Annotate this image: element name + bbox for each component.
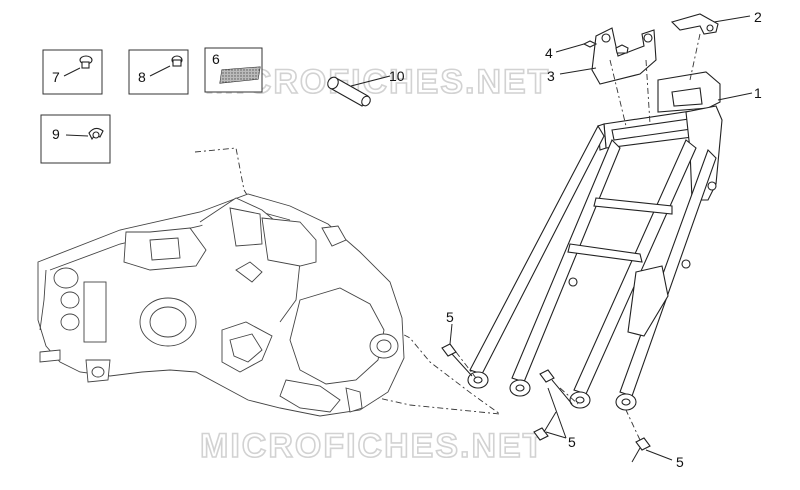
part-box-8[interactable]: 8 (128, 49, 189, 95)
nut-icon (171, 55, 183, 67)
callout-5-b: 5 (568, 434, 576, 450)
clip-icon (88, 127, 104, 141)
callout-1: 1 (754, 85, 762, 101)
callout-5-a: 5 (446, 309, 454, 325)
sleeve-part-10[interactable] (326, 75, 372, 107)
bracket-part-3[interactable] (591, 27, 657, 85)
bolt-part-5b[interactable] (533, 369, 573, 441)
callout-8: 8 (138, 69, 146, 85)
callout-10: 10 (389, 68, 405, 84)
screw-icon (79, 55, 93, 69)
bolt-part-5a[interactable] (441, 343, 473, 377)
callout-5-c: 5 (676, 454, 684, 470)
main-frame-assembly (37, 193, 405, 417)
callout-9: 9 (52, 126, 60, 142)
callout-2: 2 (754, 9, 762, 25)
pad-icon (219, 66, 261, 84)
watermark-bottom: MICROFICHES.NET (200, 427, 545, 465)
rear-subframe-part-1[interactable] (467, 71, 723, 411)
nuts-part-4[interactable] (582, 40, 629, 54)
part-box-6[interactable]: 6 (204, 47, 263, 93)
callout-6: 6 (212, 51, 220, 67)
callout-4: 4 (545, 45, 553, 61)
callout-3: 3 (547, 68, 555, 84)
bracket-part-2[interactable] (670, 13, 719, 35)
callout-7: 7 (52, 69, 60, 85)
part-box-7[interactable]: 7 (42, 49, 103, 95)
bolt-part-5c[interactable] (631, 437, 651, 463)
part-box-9[interactable]: 9 (40, 114, 111, 164)
